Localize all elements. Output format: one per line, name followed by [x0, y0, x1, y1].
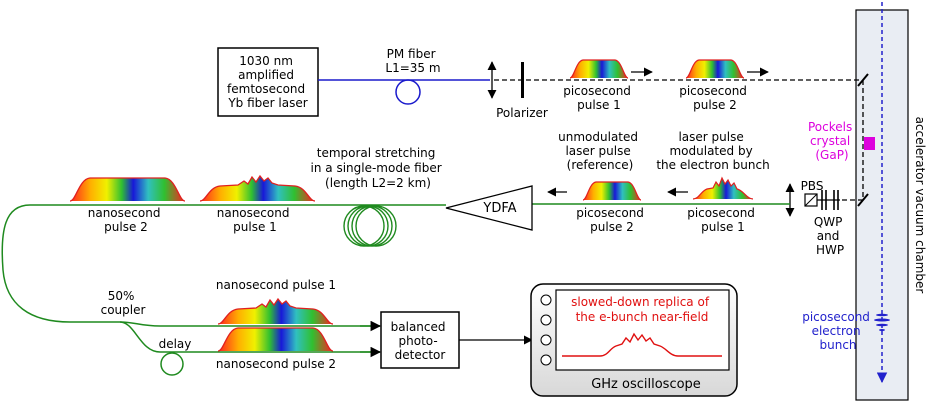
- ps-pulse-2-top-label: picosecond pulse 2: [679, 84, 751, 112]
- ydfa-amplifier: [445, 185, 533, 231]
- sm-fiber-loop: [1, 204, 120, 323]
- scope-trace: [562, 332, 722, 357]
- scope-trace-label: slowed-down replica of the e-bunch near-…: [571, 295, 713, 324]
- ns-pulse-1-bottom-label: nanosecond pulse 1: [216, 278, 336, 292]
- pbs-label: PBS: [801, 179, 824, 193]
- stretching-label: temporal stretching in a single-mode fib…: [311, 146, 446, 190]
- ps-pulse-2-mid-shape: [582, 181, 642, 201]
- ns-pulse-1-mid-shape: [199, 175, 316, 202]
- pockels-label: Pockels crystal (GaP): [808, 120, 856, 162]
- ps-pulse-2-mid-label: picosecond pulse 2: [576, 206, 648, 234]
- electron-bunch-icon: [874, 313, 890, 331]
- balanced-photodetector: [380, 311, 460, 369]
- modulated-pulse-label: laser pulse modulated by the electron bu…: [656, 130, 769, 172]
- pockels-crystal: [864, 137, 875, 150]
- ps-pulse-2-top-shape: [685, 59, 745, 79]
- pbs-cube: [804, 193, 818, 207]
- ydfa-label: YDFA: [482, 201, 516, 216]
- ps-pulse-1-top-shape: [569, 59, 629, 79]
- chamber-label: accelerator vacuum chamber: [913, 117, 926, 294]
- pm-fiber-coil: [395, 79, 421, 105]
- ns-pulse-2-mid-label: nanosecond pulse 2: [88, 206, 165, 234]
- ns-pulse-1-mid-label: nanosecond pulse 1: [217, 206, 294, 234]
- scope-knob-2: [540, 314, 552, 326]
- ns-pulse-2-bottom-shape: [217, 327, 334, 352]
- laser-source-label: 1030 nm amplified femtosecond Yb fiber l…: [227, 54, 309, 110]
- stretching-fiber-spool: [343, 205, 397, 247]
- delay-label: delay: [159, 337, 192, 351]
- pm-fiber-label: PM fiber L1=35 m: [385, 47, 440, 75]
- coupler-label: 50% coupler: [101, 289, 146, 317]
- ns-pulse-2-mid-shape: [69, 177, 186, 202]
- electron-bunch-label: picosecond electron bunch: [802, 310, 874, 352]
- laser-source-box: [217, 47, 319, 117]
- scope-label: GHz oscilloscope: [591, 377, 701, 392]
- detector-label: balanced photo- detector: [391, 320, 450, 362]
- scope-knob-3: [540, 334, 552, 346]
- ns-pulse-2-bottom-label: nanosecond pulse 2: [216, 357, 336, 371]
- waveplates-label: QWP and HWP: [814, 215, 846, 257]
- ps-pulse-1-mid-shape: [692, 177, 754, 200]
- scope-knob-1: [540, 294, 552, 306]
- ns-pulse-1-bottom-shape: [217, 298, 334, 325]
- coupler-arm-bottom: [119, 321, 380, 353]
- unmodulated-pulse-label: unmodulated laser pulse (reference): [558, 130, 642, 172]
- delay-loop: [160, 352, 184, 376]
- polarizer-label: Polarizer: [496, 106, 548, 120]
- ps-pulse-1-top-label: picosecond pulse 1: [563, 84, 635, 112]
- scope-knob-4: [540, 354, 552, 366]
- ps-pulse-1-mid-label: picosecond pulse 1: [687, 206, 759, 234]
